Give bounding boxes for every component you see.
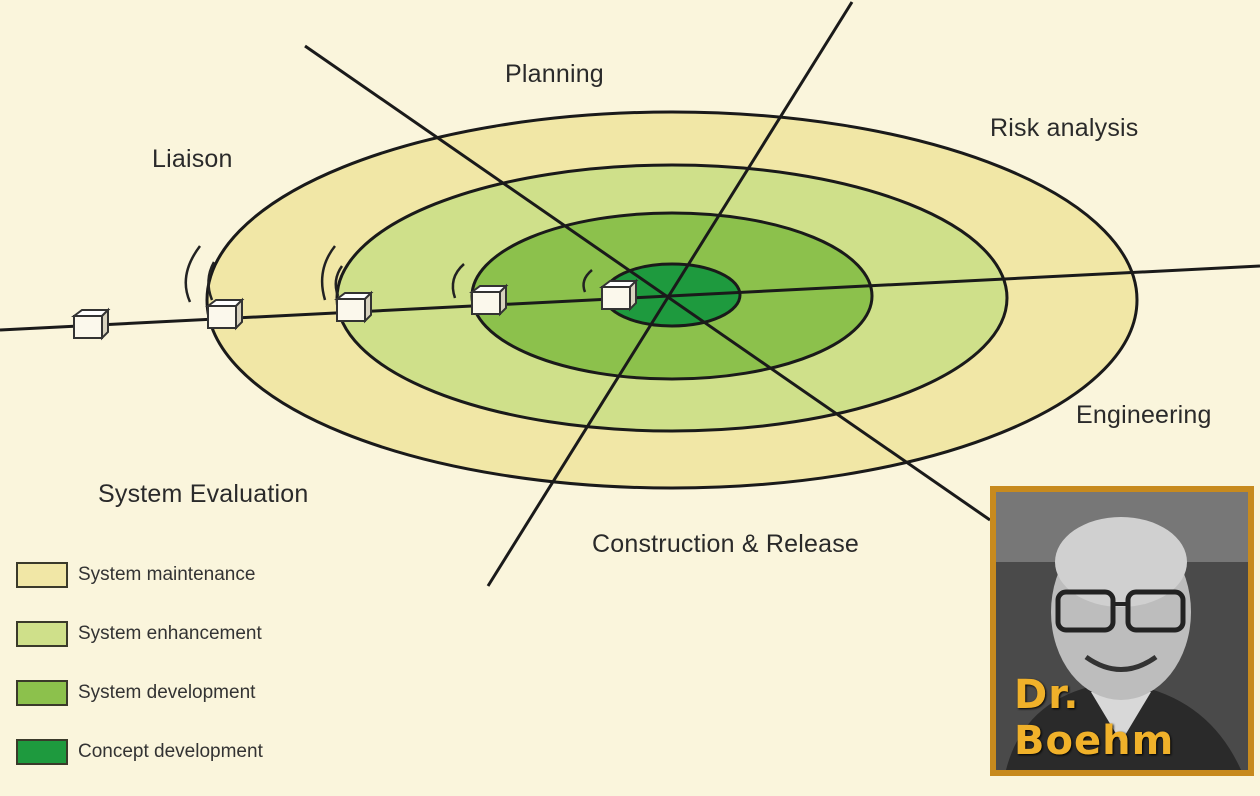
- cube-icon: [334, 290, 374, 324]
- legend-item: System enhancement: [16, 619, 263, 649]
- label-risk-analysis: Risk analysis: [990, 114, 1139, 142]
- motion-arc-1: [184, 245, 201, 303]
- milestone-cubes: [71, 278, 639, 341]
- legend-label: Concept development: [78, 741, 263, 762]
- spiral-diagram: [0, 1, 1260, 587]
- cube-icon: [205, 297, 245, 331]
- legend-label: System development: [78, 682, 256, 703]
- cube-icon: [599, 278, 639, 312]
- label-system-evaluation: System Evaluation: [98, 480, 309, 508]
- legend-swatch-system-enhancement: [16, 621, 68, 647]
- portrait-photo: Dr. Boehm: [990, 486, 1254, 776]
- legend-label: System maintenance: [78, 564, 256, 585]
- legend-swatch-concept-development: [16, 739, 68, 765]
- axis-diagonal-b: [486, 1, 854, 587]
- motion-arc-5: [451, 263, 465, 299]
- portrait-image: Dr. Boehm: [996, 492, 1248, 770]
- legend-label: System enhancement: [78, 623, 262, 644]
- cube-icon: [71, 307, 111, 341]
- legend-swatch-system-maintenance: [16, 562, 68, 588]
- motion-arc-3: [320, 245, 336, 301]
- label-planning: Planning: [505, 60, 604, 88]
- motion-arc-2: [207, 261, 216, 301]
- portrait-figure: [996, 492, 1248, 770]
- motion-arc-4: [334, 265, 344, 297]
- legend: System maintenance System enhancement Sy…: [16, 560, 263, 796]
- cube-icon: [469, 283, 509, 317]
- legend-item: System maintenance: [16, 560, 263, 590]
- label-construction-release: Construction & Release: [592, 530, 860, 558]
- axis-diagonal-a: [304, 44, 991, 522]
- motion-arc-6: [582, 269, 593, 293]
- label-engineering: Engineering: [1076, 401, 1212, 429]
- legend-item: System development: [16, 678, 263, 708]
- photo-caption: Dr. Boehm: [1014, 672, 1175, 764]
- legend-item: Concept development: [16, 737, 263, 767]
- legend-swatch-system-development: [16, 680, 68, 706]
- label-liaison: Liaison: [152, 145, 233, 173]
